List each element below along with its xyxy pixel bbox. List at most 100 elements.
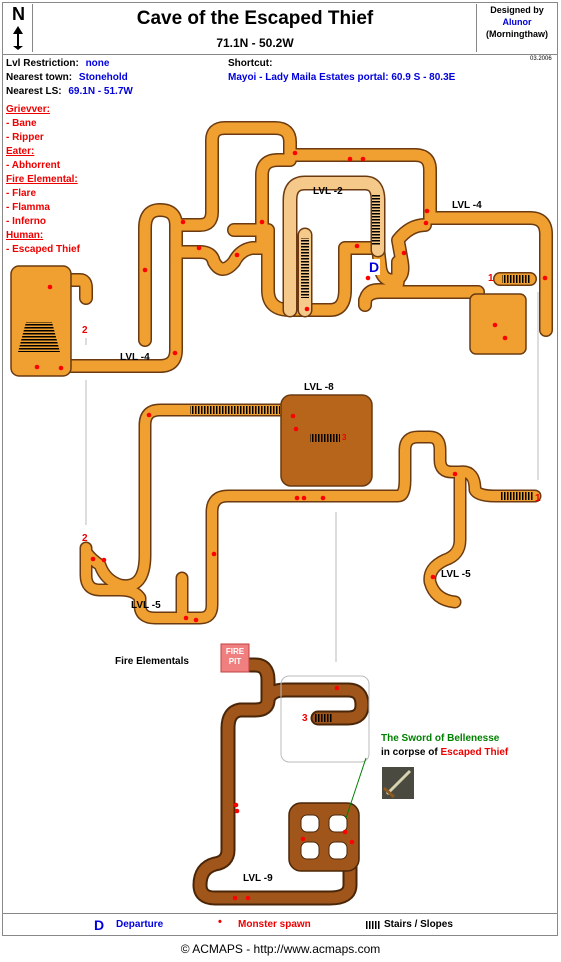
- enemy-member: - Escaped Thief: [6, 244, 80, 255]
- designer-server: (Morningthaw): [486, 29, 548, 39]
- link-marker: 3: [302, 713, 308, 724]
- legend-departure-label: Departure: [116, 919, 164, 930]
- fire-pit-line: FIRE: [225, 647, 245, 656]
- lower-tunnels: [192, 657, 370, 906]
- enemy-member: - Ripper: [6, 132, 44, 143]
- header-divider: [2, 54, 558, 55]
- sword-owner: Escaped Thief: [440, 747, 509, 758]
- spawn-point: [193, 617, 199, 623]
- link-marker: 2: [82, 325, 88, 336]
- enemy-member: - Abhorrent: [6, 160, 61, 171]
- spawn-point: [34, 364, 40, 370]
- level-label: LVL -5: [441, 569, 471, 580]
- sword-corpse-label: in corpse of: [381, 747, 438, 758]
- level-label: LVL -8: [304, 382, 334, 393]
- spawn-point: [502, 335, 508, 341]
- spawn-point: [172, 350, 178, 356]
- spawn-point: [334, 685, 340, 691]
- spawn-point: [304, 306, 310, 312]
- ls-row: Nearest LS: 69.1N - 51.7W: [6, 86, 133, 97]
- monster-spawns: [34, 150, 548, 901]
- spawn-point: [300, 836, 306, 842]
- enemy-member: - Flamma: [6, 202, 50, 213]
- lvl9-chamber: [288, 802, 360, 872]
- spawn-point: [294, 495, 300, 501]
- spawn-point: [492, 322, 498, 328]
- restriction-row: Lvl Restriction: none: [6, 58, 109, 69]
- legend-spawn-symbol: •: [218, 916, 222, 928]
- spawn-point: [320, 495, 326, 501]
- spawn-point: [293, 426, 299, 432]
- designed-by-label: Designed by: [490, 5, 544, 15]
- restriction-value: none: [85, 58, 110, 69]
- spawn-point: [430, 574, 436, 580]
- spawn-point: [234, 808, 240, 814]
- spawn-point: [349, 839, 355, 845]
- shortcut-label: Shortcut:: [228, 58, 273, 69]
- ls-label: Nearest LS:: [6, 86, 62, 97]
- enemy-category: Grievver:: [6, 104, 50, 115]
- spawn-point: [424, 208, 430, 214]
- designer-name: Alunor: [502, 17, 532, 27]
- map-coordinates: 71.1N - 50.2W: [216, 36, 294, 50]
- spawn-point: [233, 802, 239, 808]
- spawn-point: [101, 557, 107, 563]
- map-title: Cave of the Escaped Thief: [136, 8, 374, 29]
- spawn-point: [234, 252, 240, 258]
- lvl8-room: [280, 394, 373, 487]
- legend-stairs-label: Stairs / Slopes: [384, 919, 453, 930]
- spawn-point: [354, 243, 360, 249]
- link-lines: [85, 292, 539, 819]
- middle-tunnels: [79, 403, 542, 625]
- spawn-point: [232, 895, 238, 901]
- link3-area: [280, 675, 370, 763]
- compass: N: [4, 4, 33, 52]
- map-frame: [2, 2, 558, 936]
- legend-spawn-label: Monster spawn: [238, 919, 311, 930]
- spawn-point: [347, 156, 353, 162]
- link-marker: 2: [82, 533, 88, 544]
- spawn-point: [259, 219, 265, 225]
- spawn-point: [342, 829, 348, 835]
- link-marker: 1: [488, 273, 494, 284]
- ls-value: 69.1N - 51.7W: [68, 86, 133, 97]
- restriction-label: Lvl Restriction:: [6, 58, 79, 69]
- enemy-member: - Bane: [6, 118, 37, 129]
- town-label: Nearest town:: [6, 72, 73, 83]
- legend-divider: [2, 913, 558, 914]
- legend-departure-symbol: D: [94, 917, 105, 933]
- departure-marker[interactable]: D: [368, 259, 381, 275]
- left-room: [10, 265, 72, 377]
- enemy-list: Grievver: - Bane - Ripper Eater: - Abhor…: [6, 103, 80, 257]
- compass-north-label: N: [12, 4, 25, 24]
- spawn-point: [245, 895, 251, 901]
- spawn-point: [90, 556, 96, 562]
- fire-pit-icon: [220, 643, 250, 673]
- level-label: LVL -9: [243, 873, 273, 884]
- spawn-point: [142, 267, 148, 273]
- level-label: LVL -5: [131, 600, 161, 611]
- enemy-member: - Flare: [6, 188, 37, 199]
- legend-stairs-icon: [366, 921, 380, 929]
- shortcut-value: Mayoi - Lady Maila Estates portal: 60.9 …: [228, 72, 456, 83]
- spawn-point: [365, 275, 371, 281]
- town-row: Nearest town: Stonehold: [6, 72, 128, 83]
- enemy-category: Human:: [6, 230, 44, 241]
- spawn-point: [183, 615, 189, 621]
- sword-icon: [382, 767, 414, 799]
- level-label: LVL -4: [452, 200, 482, 211]
- spawn-point: [401, 250, 407, 256]
- enemy-category: Eater:: [6, 146, 35, 157]
- lvl2-tunnel: [282, 175, 386, 318]
- copyright: © ACMAPS - http://www.acmaps.com: [180, 942, 381, 956]
- spawn-point: [423, 220, 429, 226]
- spawn-point: [196, 245, 202, 251]
- level-label: LVL -2: [313, 186, 343, 197]
- north-arrow-icon: [13, 26, 23, 50]
- spawn-point: [180, 219, 186, 225]
- sword-location: in corpse of Escaped Thief: [381, 747, 508, 758]
- enemy-category: Fire Elemental:: [6, 174, 78, 185]
- fire-pit-label: FIRE PIT: [222, 647, 248, 667]
- spawn-point: [360, 156, 366, 162]
